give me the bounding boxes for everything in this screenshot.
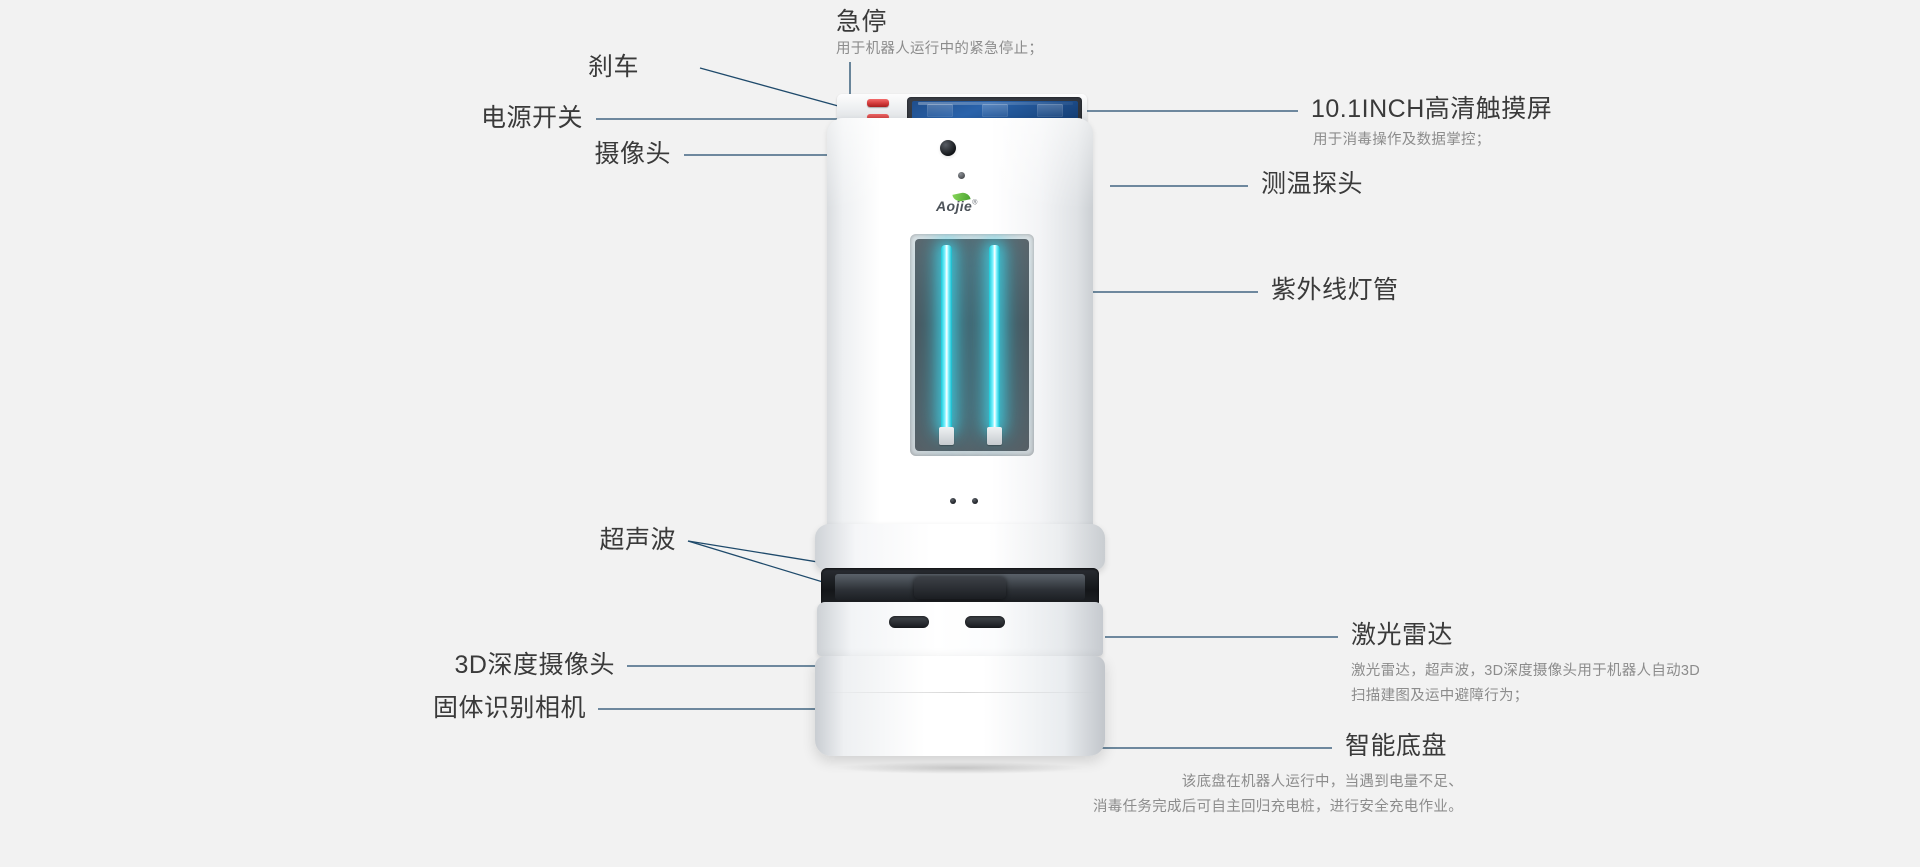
callout-depth-camera-3d: 3D深度摄像头 (455, 651, 615, 680)
callout-ultrasonic-title: 超声波 (599, 526, 676, 554)
callout-ultrasonic: 超声波 (599, 526, 676, 555)
callout-uv-lamp-tube-title: 紫外线灯管 (1271, 276, 1399, 304)
callout-lidar-subtitle-line1: 激光雷达，超声波，3D深度摄像头用于机器人自动3D (1351, 662, 1701, 679)
callout-touchscreen: 10.1INCH高清触摸屏 用于消毒操作及数据掌控； (1311, 95, 1552, 153)
callout-smart-chassis-subtitle-line2: 消毒任务完成后可自主回归充电桩，进行安全充电作业。 (1093, 799, 1463, 816)
callout-smart-chassis-title: 智能底盘 (1345, 732, 1448, 760)
ground-shadow (835, 762, 1085, 774)
uv-lamp-window (910, 234, 1034, 456)
robot-illustration: Aojie® (815, 72, 1105, 774)
callout-emergency-stop-title: 急停 (836, 8, 888, 36)
brake-button[interactable] (867, 114, 889, 120)
callout-smart-chassis: 智能底盘 (1345, 732, 1447, 761)
brand-logo: Aojie® (936, 191, 1006, 216)
lidar-module (914, 577, 1006, 599)
robot-tower-body: Aojie® (827, 118, 1093, 532)
callout-temperature-probe-title: 测温探头 (1261, 170, 1364, 198)
depth-camera-lens-left (889, 616, 929, 628)
screen-content (912, 101, 1078, 120)
lidar-sensor-belt (821, 568, 1099, 608)
callout-brake: 刹车 (588, 53, 639, 82)
callout-depth-camera-3d-title: 3D深度摄像头 (454, 651, 615, 679)
callout-uv-lamp-tube: 紫外线灯管 (1271, 276, 1399, 305)
callout-power-switch-title: 电源开关 (480, 104, 583, 132)
callout-solid-recognition-camera: 固体识别相机 (433, 694, 586, 723)
callout-camera-title: 摄像头 (594, 140, 671, 168)
solid-recognition-camera-lens (940, 140, 956, 156)
screen-tile (926, 104, 953, 117)
robot-shoulder-collar (815, 524, 1105, 570)
callout-touchscreen-subtitle: 用于消毒操作及数据掌控； (1313, 131, 1491, 148)
chassis-seam (823, 692, 1097, 693)
robot-base-upper (817, 602, 1103, 656)
callout-lidar-subtitle-line2: 扫描建图及运中避障行为； (1351, 688, 1529, 705)
screen-tile (981, 104, 1008, 117)
uv-lamp-tube-right (989, 245, 1000, 431)
callout-temperature-probe: 测温探头 (1261, 170, 1363, 199)
callout-camera: 摄像头 (594, 140, 671, 169)
uv-tube-base-right (987, 427, 1002, 445)
ultrasonic-sensor (950, 498, 956, 504)
camera-lens (958, 172, 965, 179)
brand-name: Aojie (936, 198, 973, 214)
callout-solid-recognition-camera-title: 固体识别相机 (432, 694, 586, 722)
screen-tile (1037, 104, 1064, 117)
callout-lidar: 激光雷达 激光雷达，超声波，3D深度摄像头用于机器人自动3D 扫描建图及运中避障… (1351, 621, 1700, 710)
depth-camera-lens-right (965, 616, 1005, 628)
emergency-stop-button[interactable] (867, 99, 889, 107)
screen-status-bar (918, 102, 1073, 105)
callout-smart-chassis-subtitle-line1: 该底盘在机器人运行中，当遇到电量不足、 (1181, 774, 1463, 790)
callout-emergency-stop-subtitle: 用于机器人运行中的紧急停止； (836, 40, 1044, 57)
callout-power-switch: 电源开关 (481, 104, 583, 133)
callout-brake-title: 刹车 (587, 53, 639, 81)
registered-mark: ® (972, 199, 978, 207)
ultrasonic-sensor (972, 498, 978, 504)
callout-touchscreen-title: 10.1INCH高清触摸屏 (1311, 95, 1553, 123)
uv-tube-base-left (939, 427, 954, 445)
uv-cavity (915, 239, 1029, 451)
smart-chassis (815, 656, 1105, 756)
callout-lidar-title: 激光雷达 (1351, 621, 1454, 649)
callout-emergency-stop: 急停 用于机器人运行中的紧急停止； (836, 8, 1043, 62)
callout-smart-chassis-description: 该底盘在机器人运行中，当遇到电量不足、 消毒任务完成后可自主回归充电桩，进行安全… (1093, 770, 1463, 821)
uv-lamp-tube-left (941, 245, 952, 431)
